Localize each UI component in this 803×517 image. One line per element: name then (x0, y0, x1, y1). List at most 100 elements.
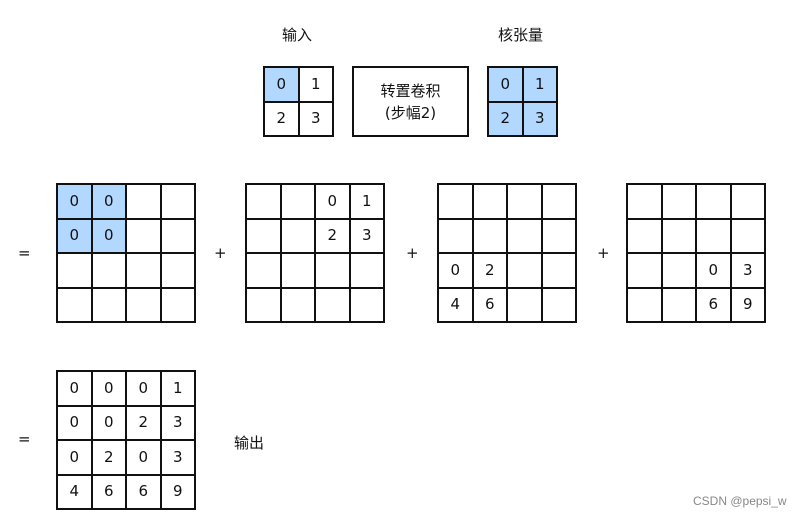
matrix-cell (473, 185, 506, 218)
op-box-line1: 转置卷积 (380, 81, 441, 100)
matrix-cell: 0 (92, 185, 125, 218)
matrix-cell (508, 219, 541, 252)
matrix-cell (281, 254, 314, 287)
output-label: 输出 (234, 434, 265, 452)
matrix-cell: 1 (523, 68, 556, 101)
matrix-cell (542, 254, 575, 287)
matrix-cell (662, 254, 695, 287)
matrix-cell: 0 (58, 372, 91, 405)
matrix-cell: 0 (697, 254, 730, 287)
matrix-cell (662, 288, 695, 321)
matrix-cell: 3 (523, 102, 556, 135)
matrix-cell: 0 (489, 68, 522, 101)
matrix-cell: 6 (697, 288, 730, 321)
matrix-cell: 2 (127, 406, 160, 439)
plus-sign-1: + (214, 244, 227, 262)
matrix-cell: 0 (127, 372, 160, 405)
matrix-cell (350, 254, 383, 287)
matrix-cell: 0 (58, 219, 91, 252)
matrix-cell (247, 288, 280, 321)
matrix-cell: 9 (161, 475, 194, 508)
matrix-cell: 1 (350, 185, 383, 218)
matrix-cell (439, 219, 472, 252)
matrix-cell: 2 (473, 254, 506, 287)
matrix-cell (247, 254, 280, 287)
matrix-cell: 6 (127, 475, 160, 508)
matrix-cell: 0 (58, 406, 91, 439)
matrix-cell (281, 288, 314, 321)
matrix-cell: 1 (299, 68, 332, 101)
transpose-conv-box: 转置卷积 (步幅2) (352, 66, 469, 137)
matrix-cell (161, 219, 194, 252)
matrix-cell (508, 254, 541, 287)
equals-sign-2: = (18, 430, 31, 448)
matrix-cell (542, 288, 575, 321)
matrix-cell (473, 219, 506, 252)
matrix-cell: 0 (127, 441, 160, 474)
matrix-cell (247, 219, 280, 252)
matrix-cell (161, 254, 194, 287)
equals-sign-1: = (18, 244, 31, 262)
matrix-cell (127, 288, 160, 321)
matrix-cell (58, 254, 91, 287)
matrix-cell: 0 (265, 68, 298, 101)
matrix-cell (58, 288, 91, 321)
matrix-cell (161, 185, 194, 218)
matrix-cell: 3 (161, 406, 194, 439)
matrix-cell (731, 185, 764, 218)
matrix-cell: 2 (316, 219, 349, 252)
matrix-cell: 1 (161, 372, 194, 405)
matrix-cell: 3 (299, 102, 332, 135)
matrix-cell (662, 219, 695, 252)
matrix-cell (508, 288, 541, 321)
matrix-cell (247, 185, 280, 218)
matrix-cell (161, 288, 194, 321)
matrix-cell (316, 288, 349, 321)
matrix-cell: 3 (161, 441, 194, 474)
matrix-cell: 6 (473, 288, 506, 321)
matrix-cell (439, 185, 472, 218)
op-box-line2: (步幅2) (384, 103, 437, 122)
plus-sign-3: + (597, 244, 610, 262)
matrix-cell: 2 (92, 441, 125, 474)
matrix-cell (281, 219, 314, 252)
matrix-cell: 3 (731, 254, 764, 287)
matrix-cell (127, 185, 160, 218)
matrix-cell (697, 185, 730, 218)
kernel-label: 核张量 (498, 26, 544, 44)
matrix-cell (628, 185, 661, 218)
matrix-cell: 3 (350, 219, 383, 252)
matrix-cell (662, 185, 695, 218)
matrix-cell (316, 254, 349, 287)
matrix-cell: 6 (92, 475, 125, 508)
matrix-cell (92, 254, 125, 287)
matrix-cell (281, 185, 314, 218)
matrix-cell (628, 288, 661, 321)
matrix-cell: 4 (439, 288, 472, 321)
matrix-cell (508, 185, 541, 218)
matrix-cell (731, 219, 764, 252)
matrix-cell: 0 (58, 441, 91, 474)
matrix-cell (542, 185, 575, 218)
matrix-cell (92, 288, 125, 321)
matrix-cell (127, 219, 160, 252)
matrix-cell (628, 219, 661, 252)
matrix-cell: 0 (58, 185, 91, 218)
matrix-cell: 0 (92, 219, 125, 252)
matrix-cell: 0 (439, 254, 472, 287)
plus-sign-2: + (406, 244, 419, 262)
matrix-cell: 0 (316, 185, 349, 218)
matrix-cell (697, 219, 730, 252)
matrix-cell (542, 219, 575, 252)
matrix-cell (350, 288, 383, 321)
matrix-cell: 2 (265, 102, 298, 135)
watermark: CSDN @pepsi_w (693, 494, 787, 508)
